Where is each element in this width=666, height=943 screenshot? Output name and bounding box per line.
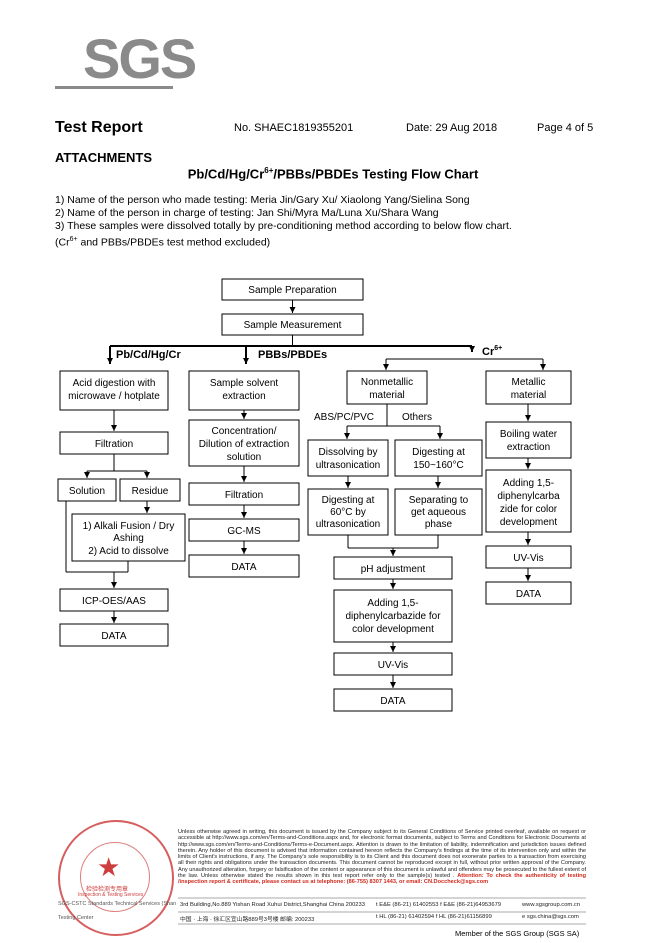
testing-stamp [58, 820, 174, 936]
authenticity-note: Attention: To check the authenticity of … [178, 873, 586, 886]
stamp-star-icon: ★ [97, 852, 121, 882]
stamp-sub-text: Inspection & Testing Services [78, 892, 144, 898]
section-title: ATTACHMENTS [55, 150, 153, 165]
box-separating [394, 488, 483, 536]
box-label: Acid digestion with [73, 378, 156, 389]
box-label: zide for color [500, 504, 558, 515]
branch-pb-cd-hg-cr: Pb/Cd/Hg/Cr [116, 349, 181, 361]
member-of-sgs: Member of the SGS Group (SGS SA) [455, 929, 580, 938]
box-boiling-water [485, 421, 572, 459]
box-label: Solution [69, 486, 105, 497]
box-label: 150~160°C [413, 460, 463, 471]
box-label: Concentration/ [211, 426, 276, 437]
box-label: Separating to [409, 495, 469, 506]
box-concentration [188, 419, 300, 467]
note-line-3: 3) These samples were dissolved totally … [55, 220, 512, 232]
box-residue [119, 478, 181, 502]
box-label: Digesting at [322, 495, 375, 506]
box-label: development [500, 517, 557, 528]
box-label: material [369, 390, 405, 401]
box-metallic [485, 370, 572, 405]
label-others: Others [402, 412, 432, 423]
report-number: No. SHAEC1819355201 [234, 122, 354, 134]
box-label: Adding 1,5- [503, 478, 554, 489]
box-label: Dilution of extraction [199, 439, 290, 450]
note-line-2: 2) Name of the person in charge of testi… [55, 207, 439, 219]
box-data-3 [333, 688, 453, 712]
stamp-left-text-2: Testing Center [58, 915, 94, 921]
box-label: Filtration [95, 439, 133, 450]
address-en: 3rd Building,No.889 Yishan Road Xuhui Di… [180, 902, 365, 908]
box-label: extraction [507, 442, 550, 453]
phone-cn: t HL (86-21) 61402594 f HL (86-21)611568… [376, 914, 492, 920]
box-label: diphenylcarbazide for [345, 611, 441, 622]
website: www.sgsgroup.com.cn [522, 902, 580, 908]
report-title: Test Report [55, 119, 143, 136]
box-digesting-150 [394, 439, 483, 477]
stamp-left-text: SGS-CSTC Standards Technical Services (S… [58, 901, 176, 907]
label-sample-measurement: Sample Measurement [244, 320, 342, 331]
box-label: ultrasonication [316, 460, 380, 471]
email: e sgs.china@sgs.com [522, 914, 579, 920]
box-label: solution [227, 452, 261, 463]
page-number: Page 4 of 5 [537, 122, 594, 134]
note-line-1: 1) Name of the person who made testing: … [55, 194, 470, 206]
box-label: UV-Vis [378, 660, 408, 671]
box-label: Adding 1,5- [367, 598, 418, 609]
box-label: Dissolving by [319, 447, 378, 458]
testing-stamp-inner [80, 842, 150, 912]
box-label: DATA [231, 562, 257, 573]
box-label: microwave / hotplate [68, 391, 160, 402]
disclaimer: Unless otherwise agreed in writing, this… [178, 829, 586, 886]
box-label: DATA [380, 696, 406, 707]
box-label: 2) Acid to dissolve [88, 546, 169, 557]
box-sample-solvent [188, 370, 300, 411]
box-digesting-60 [307, 488, 389, 536]
box-label: Digesting at [412, 447, 465, 458]
box-label: Sample solvent [210, 378, 279, 389]
box-data-1 [59, 623, 169, 647]
logo-underline [55, 86, 173, 89]
box-label: UV-Vis [513, 553, 543, 564]
box-label: DATA [516, 589, 542, 600]
box-dissolving [307, 439, 389, 477]
box-data-4 [485, 581, 572, 605]
box-label: 60°C by [330, 507, 366, 518]
branch-cr6: Cr6+ [482, 345, 502, 358]
box-label: 1) Alkali Fusion / Dry [83, 521, 175, 532]
box-label: material [511, 390, 547, 401]
box-label: ICP-OES/AAS [82, 596, 146, 607]
box-label: Boiling water [500, 429, 558, 440]
note-line-4: (Cr6+ and PBBs/PBDEs test method exclude… [55, 236, 271, 249]
box-label: diphenylcarba [497, 491, 560, 502]
box-label: get aqueous [411, 507, 466, 518]
box-label: DATA [101, 631, 127, 642]
flow-chart-title: Pb/Cd/Hg/Cr6+/PBBs/PBDEs Testing Flow Ch… [187, 166, 479, 182]
box-data-2 [188, 554, 300, 578]
box-label: pH adjustment [361, 564, 426, 575]
box-label: Residue [132, 486, 169, 497]
box-label: extraction [222, 391, 265, 402]
box-label: GC-MS [227, 526, 261, 537]
box-label: Ashing [113, 533, 144, 544]
box-nonmetallic [346, 370, 428, 405]
box-adding-diphenylcarbazide [333, 589, 453, 643]
phone-en: t E&E (86-21) 61402553 f E&E (86-21)6495… [376, 902, 502, 908]
box-label: color development [352, 624, 434, 635]
box-label: Filtration [225, 490, 263, 501]
address-cn: 中国 · 上海 · 徐汇区宜山路889号3号楼 邮编: 200233 [180, 917, 315, 923]
box-alkali-fusion [71, 513, 186, 562]
box-solution [57, 478, 117, 502]
stamp-center-text: 检验检测专用章 [86, 887, 129, 893]
box-label: Metallic [512, 377, 546, 388]
label-sample-preparation: Sample Preparation [248, 285, 336, 296]
label-abs-pc-pvc: ABS/PC/PVC [314, 412, 374, 423]
box-acid-digestion [59, 370, 169, 411]
box-label: Nonmetallic [361, 377, 413, 388]
box-label: phase [425, 519, 453, 530]
branch-pbbs-pbdes: PBBs/PBDEs [258, 349, 327, 361]
box-label: ultrasonication [316, 519, 380, 530]
report-date: Date: 29 Aug 2018 [406, 122, 498, 134]
